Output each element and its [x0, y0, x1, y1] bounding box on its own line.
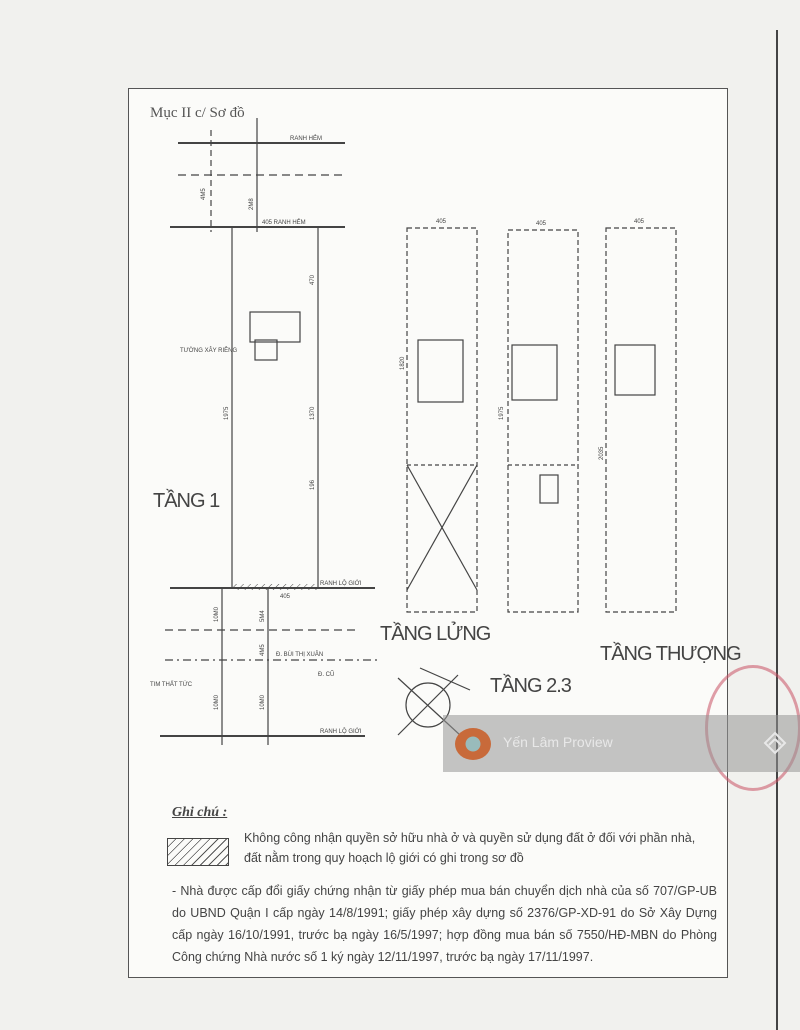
- dim-right-top: 2M8: [249, 198, 255, 210]
- dim-lung: 1820: [400, 356, 406, 370]
- legend-text: Không công nhận quyền sở hữu nhà ở và qu…: [244, 831, 696, 865]
- label-d-cu: Đ. CŨ: [318, 671, 334, 678]
- dim-thuong: 2035: [599, 446, 605, 460]
- dim-lung-width: 405: [436, 219, 447, 225]
- label-tang-2-3: TẦNG 2.3: [490, 674, 572, 697]
- label-tang-lung: TẦNG LỬNG: [380, 621, 491, 645]
- hatched-strip: [232, 584, 318, 590]
- dim-left-top: 4M5: [201, 188, 207, 200]
- label-ranh-hem: 405 RANH HẺM: [262, 219, 306, 226]
- dim-10m-c: 10M0: [260, 694, 266, 710]
- label-tuong-rieng: TƯỜNG XÂY RIÊNG: [180, 346, 238, 354]
- notes-body: - Nhà được cấp đổi giấy chứng nhận từ gi…: [172, 884, 717, 964]
- page-edge: [776, 30, 778, 1030]
- dim-5m: 5M4: [260, 610, 266, 622]
- label-tang-thuong: TẦNG THƯỢNG: [600, 642, 741, 665]
- label-tim: TIM THẤT TỨC: [150, 681, 193, 688]
- avatar: [455, 728, 491, 760]
- dim-1370: 1370: [310, 406, 316, 420]
- label-ranh-hem-top: RANH HẺM: [290, 135, 322, 142]
- dim-405: 405: [280, 594, 291, 600]
- notes-heading: Ghi chú :: [172, 805, 228, 820]
- section-title: Mục II c/ Sơ đồ: [150, 105, 245, 121]
- dim-t23-width: 405: [536, 221, 547, 227]
- label-tang-1: TẦNG 1: [153, 489, 220, 512]
- dim-thuong-width: 405: [634, 219, 645, 225]
- dim-t23: 1975: [499, 406, 505, 420]
- dim-1975: 1975: [224, 406, 230, 420]
- street-name: Đ. BÙI THỊ XUÂN: [276, 651, 323, 658]
- watermark-name: Yến Lâm Proview: [503, 734, 613, 750]
- label-ranh-lo-gioi: RANH LỘ GIỚI: [320, 580, 362, 587]
- watermark-banner: Yến Lâm Proview: [443, 715, 800, 772]
- document-sheet: [128, 88, 728, 978]
- brand-logo-icon: [763, 731, 787, 755]
- dim-196: 196: [310, 479, 316, 490]
- hatch-legend-swatch: [167, 838, 229, 866]
- dim-10m-a: 10M0: [214, 606, 220, 622]
- dim-470: 470: [310, 274, 316, 285]
- dim-4m: 4M5: [260, 644, 266, 656]
- label-ranh-lo-gioi-bottom: RANH LỘ GIỚI: [320, 728, 362, 735]
- dim-10m-b: 10M0: [214, 694, 220, 710]
